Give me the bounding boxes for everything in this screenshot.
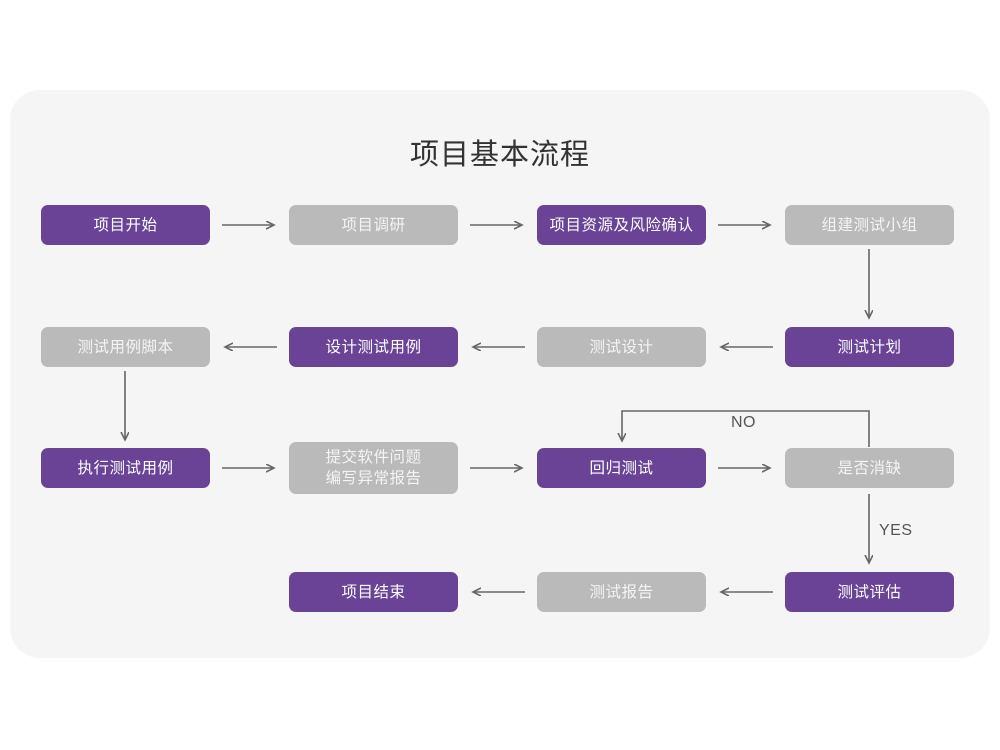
flow-node-submit-issue-report[interactable]: 提交软件问题 编写异常报告	[289, 442, 458, 494]
flowchart-panel	[10, 90, 990, 658]
flow-node-defect-cleared[interactable]: 是否消缺	[785, 448, 954, 488]
flow-node-design-test-case[interactable]: 设计测试用例	[289, 327, 458, 367]
flow-node-test-plan[interactable]: 测试计划	[785, 327, 954, 367]
page-title: 项目基本流程	[409, 139, 590, 171]
flow-node-resource-risk-confirm[interactable]: 项目资源及风险确认	[537, 205, 706, 245]
flow-node-project-end[interactable]: 项目结束	[289, 572, 458, 612]
flow-node-test-evaluation[interactable]: 测试评估	[785, 572, 954, 612]
flow-node-regression-test[interactable]: 回归测试	[537, 448, 706, 488]
flow-node-project-research[interactable]: 项目调研	[289, 205, 458, 245]
flow-node-execute-test-case[interactable]: 执行测试用例	[41, 448, 210, 488]
flow-node-test-case-script[interactable]: 测试用例脚本	[41, 327, 210, 367]
edge-label-no: NO	[731, 414, 756, 431]
flow-node-test-design[interactable]: 测试设计	[537, 327, 706, 367]
edge-label-yes: YES	[879, 522, 913, 539]
flow-node-project-start[interactable]: 项目开始	[41, 205, 210, 245]
flow-node-test-report[interactable]: 测试报告	[537, 572, 706, 612]
flow-node-build-test-team[interactable]: 组建测试小组	[785, 205, 954, 245]
